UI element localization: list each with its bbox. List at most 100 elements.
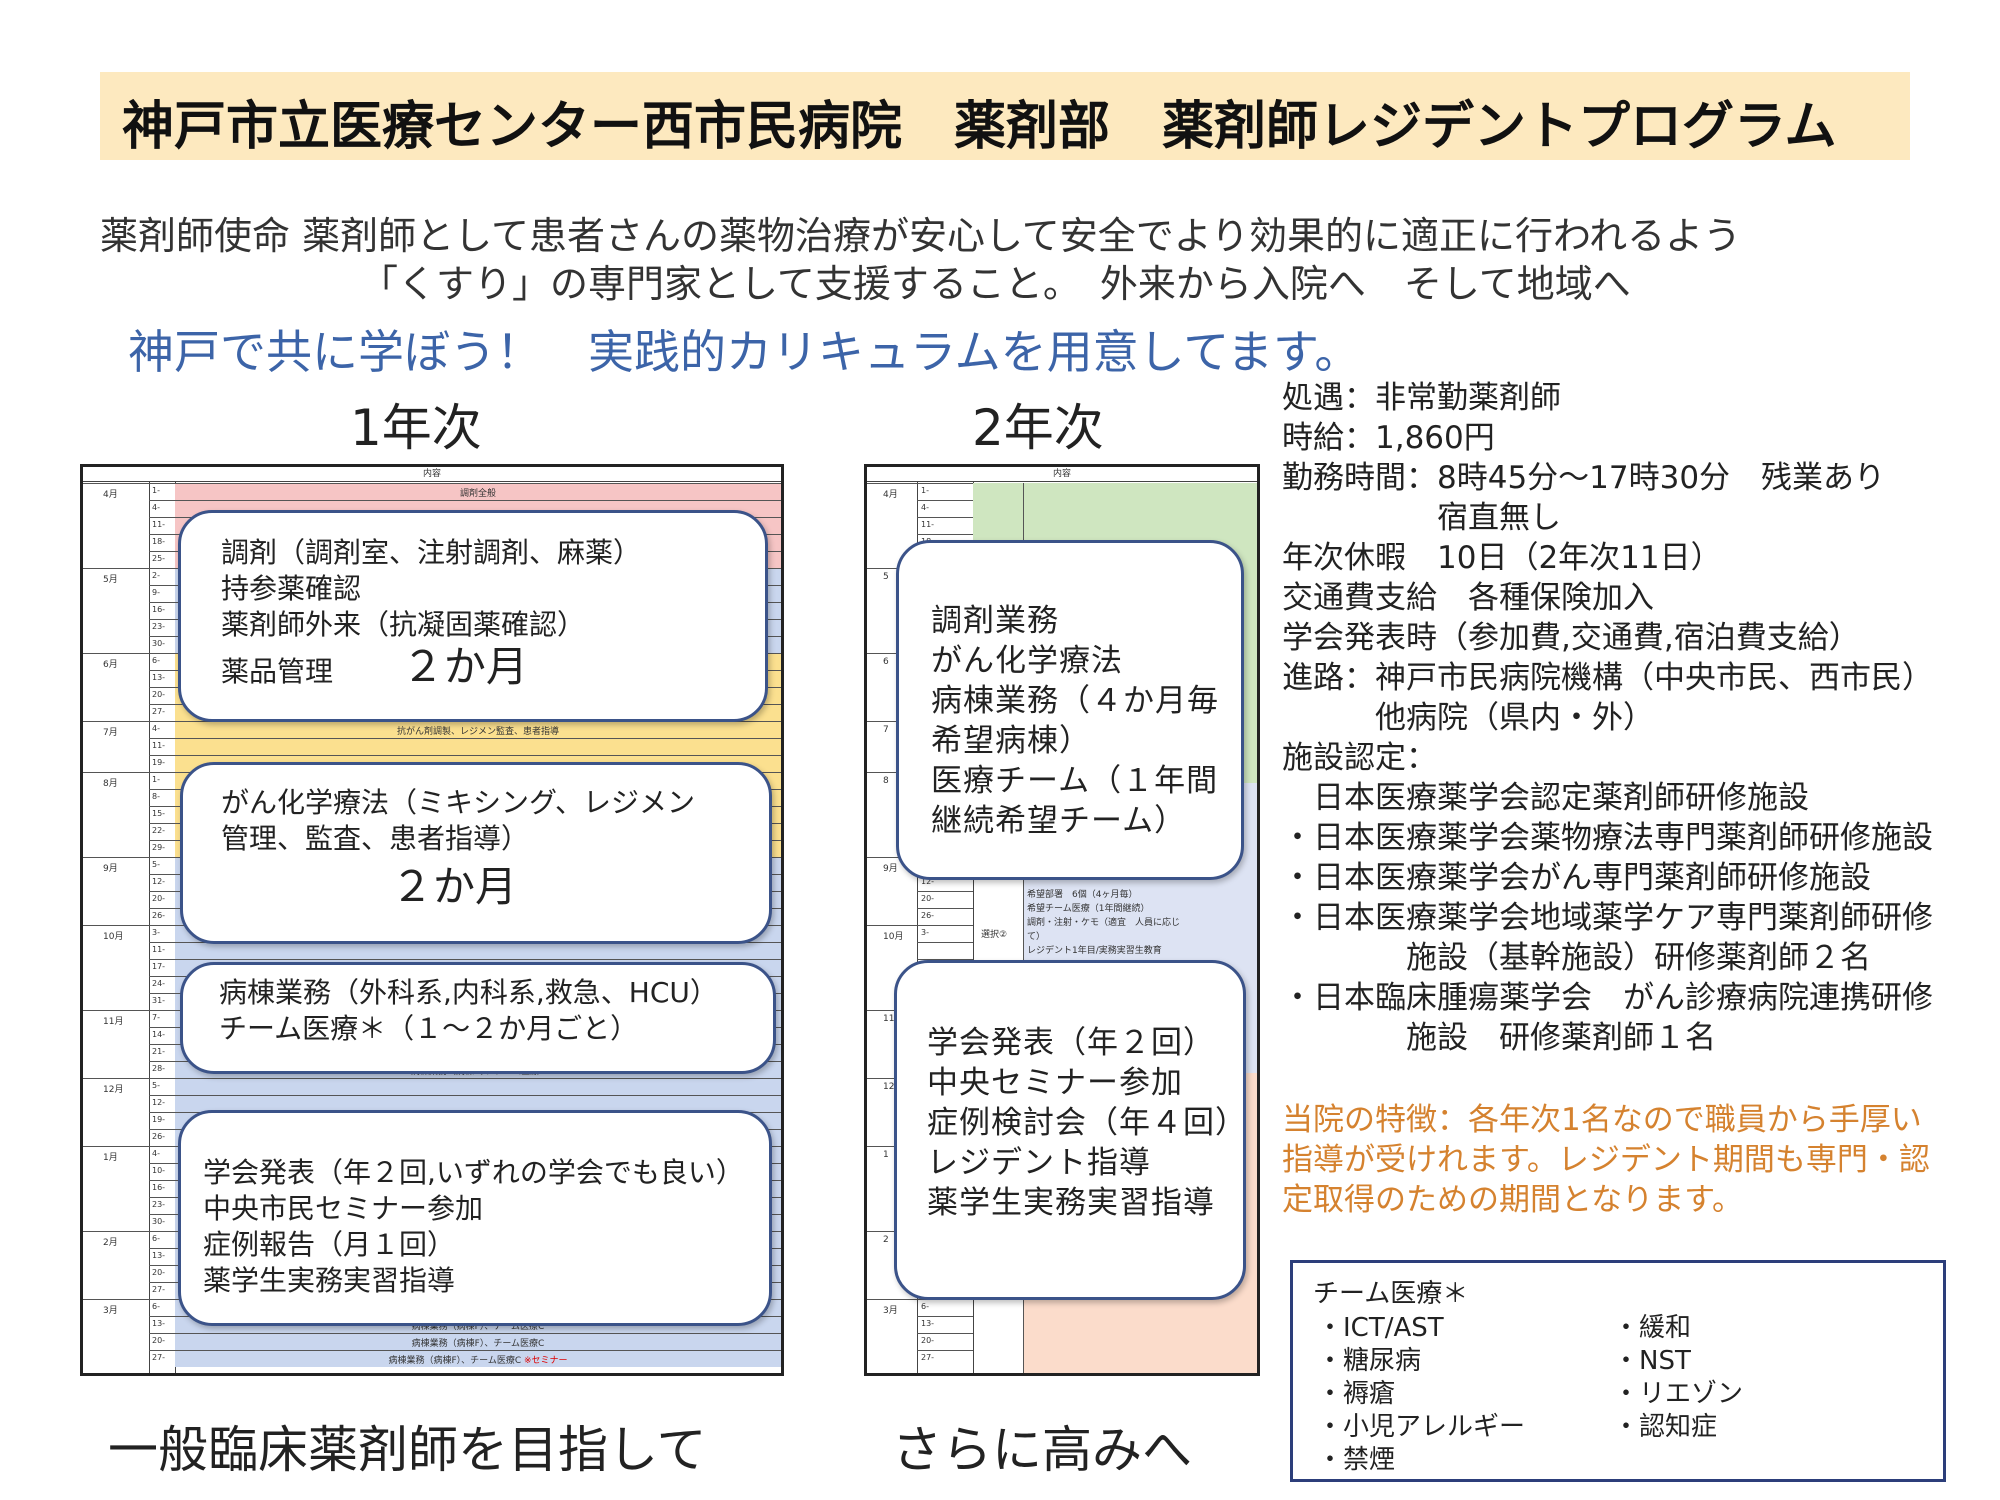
card-line: がん化学療法 (931, 643, 1123, 679)
team-item: ・禁煙 (1317, 1445, 1396, 1475)
card-line: 薬学生実務実習指導 (927, 1185, 1215, 1221)
info-line: 処遇：非常勤薬剤師 (1282, 380, 1561, 416)
card-line: 薬剤師外来（抗凝固薬確認） (221, 608, 586, 641)
week-label: 17- (152, 962, 166, 971)
week-label: 5- (152, 860, 160, 869)
row-divider (917, 942, 973, 943)
week-label: 9- (152, 588, 160, 597)
year1-card-conference: 学会発表（年２回,いずれの学会でも良い） 中央市民セミナー参加 症例報告（月１回… (178, 1110, 772, 1326)
year2-label: 2年次 (972, 399, 1104, 457)
month-column (83, 481, 150, 1373)
schedule-note: 希望チーム医療（1年間継続） (1027, 904, 1150, 914)
info-line: 宿直無し (1282, 500, 1561, 536)
month-divider (867, 483, 917, 484)
week-label: 18- (152, 537, 166, 546)
row-divider (917, 891, 973, 892)
week-label: 1- (152, 486, 160, 495)
info-line: 進路：神戸市民病院機構（中央市民、西市民） (1282, 660, 1933, 696)
schedule-row (175, 1333, 781, 1350)
week-label: 12- (152, 1098, 166, 1107)
info-line: 勤務時間：8時45分～17時30分 残業あり (1282, 460, 1886, 496)
week-label: 20- (921, 894, 935, 903)
year1-footer: 一般臨床薬剤師を目指して (108, 1421, 707, 1479)
week-label: 15- (152, 809, 166, 818)
year1-card-dispensing: 調剤（調剤室、注射調剤、麻薬） 持参薬確認 薬剤師外来（抗凝固薬確認） 薬品管理… (178, 510, 768, 722)
schedule-row (175, 1095, 781, 1112)
week-label: 26- (152, 911, 166, 920)
team-box-title: チーム医療＊ (1313, 1279, 1469, 1309)
month-label: 10月 (883, 932, 904, 942)
week-label: 31- (152, 996, 166, 1005)
card-line: レジデント指導 (927, 1145, 1151, 1181)
month-label: 11 (883, 1014, 895, 1024)
week-label: 11- (152, 520, 166, 529)
row-divider (149, 1095, 781, 1096)
month-label: 3月 (883, 1306, 898, 1316)
week-label: 20- (152, 1268, 166, 1277)
week-label: 14- (152, 1030, 166, 1039)
month-label: 1 (883, 1150, 889, 1160)
row-divider (149, 1078, 781, 1079)
row-divider (149, 1333, 781, 1334)
week-label: 8- (152, 792, 160, 801)
info-line: 日本医療薬学会認定薬剤師研修施設 (1282, 780, 1809, 816)
week-label: 20- (921, 1336, 935, 1345)
employment-info: 処遇：非常勤薬剤師時給：1,860円勤務時間：8時45分～17時30分 残業あり… (1282, 378, 1933, 1058)
duration-label: ２か月 (401, 642, 528, 691)
week-label: 30- (152, 1217, 166, 1226)
month-label: 12 (883, 1082, 895, 1092)
month-label: 2 (883, 1235, 889, 1245)
week-label: 26- (152, 1132, 166, 1141)
info-line: 時給：1,860円 (1282, 420, 1495, 456)
row-text: 病棟業務（病棟F）、チーム医療C ※セミナー (388, 1356, 568, 1366)
row-divider (149, 738, 781, 739)
info-line: ・日本医療薬学会地域薬学ケア専門薬剤師研修 (1282, 900, 1933, 936)
column-divider (1023, 483, 1024, 1373)
card-line: 中央市民セミナー参加 (203, 1192, 484, 1225)
card-line: 中央セミナー参加 (927, 1065, 1183, 1101)
year1-card-chemo: がん化学療法（ミキシング、レジメン 管理、監査、患者指導） ２か月 (180, 762, 772, 944)
schedule-note: 調剤・注射・ケモ（適宜 人員に応じ (1027, 918, 1181, 928)
selection-label: 選択② (981, 930, 1008, 940)
card-line: 症例報告（月１回） (203, 1228, 456, 1261)
week-label: 4- (152, 724, 160, 733)
month-divider (83, 1299, 149, 1300)
week-label: 11- (921, 520, 935, 529)
info-line: 学会発表時（参加費,交通費,宿泊費支給） (1282, 620, 1860, 656)
team-item: ・リエゾン (1613, 1379, 1744, 1409)
month-divider (83, 1078, 149, 1079)
info-line: 施設認定： (1282, 740, 1437, 776)
week-label: 28- (152, 1064, 166, 1073)
year1-table-header: 内容 (83, 467, 781, 482)
month-label: 1月 (103, 1153, 118, 1163)
week-label: 13- (152, 673, 166, 682)
duration-label: ２か月 (391, 862, 518, 911)
week-label: 12- (921, 877, 935, 886)
tagline: 神戸で共に学ぼう！ 実践的カリキュラムを用意してます。 (128, 325, 1361, 379)
week-label: 30- (152, 639, 166, 648)
team-item: ・NST (1613, 1346, 1691, 1376)
row-divider (917, 500, 973, 501)
week-label: 16- (152, 1183, 166, 1192)
week-label: 20- (152, 690, 166, 699)
month-divider (83, 1010, 149, 1011)
row-divider (917, 534, 973, 535)
week-label: 13- (152, 1251, 166, 1260)
row-divider (917, 1350, 973, 1351)
month-label: 6 (883, 657, 889, 667)
month-label: 6月 (103, 660, 118, 670)
card-line: 調剤業務 (931, 603, 1059, 639)
year2-card-conference: 学会発表（年２回） 中央セミナー参加 症例検討会（年４回） レジデント指導 薬学… (894, 960, 1246, 1300)
week-label: 22- (152, 826, 166, 835)
row-text: 調剤全般 (459, 489, 496, 499)
card-line: 医療チーム（１年間 (931, 763, 1219, 799)
month-label: 3月 (103, 1306, 118, 1316)
card-line: チーム医療＊（１～２か月ごと） (219, 1012, 639, 1045)
week-label: 7- (152, 1013, 160, 1022)
year2-table-header: 内容 (867, 467, 1257, 482)
row-divider (149, 1350, 781, 1351)
week-label: 12- (152, 877, 166, 886)
week-label: 23- (152, 1200, 166, 1209)
month-label: 10月 (103, 932, 124, 942)
month-label: 4月 (103, 490, 118, 500)
